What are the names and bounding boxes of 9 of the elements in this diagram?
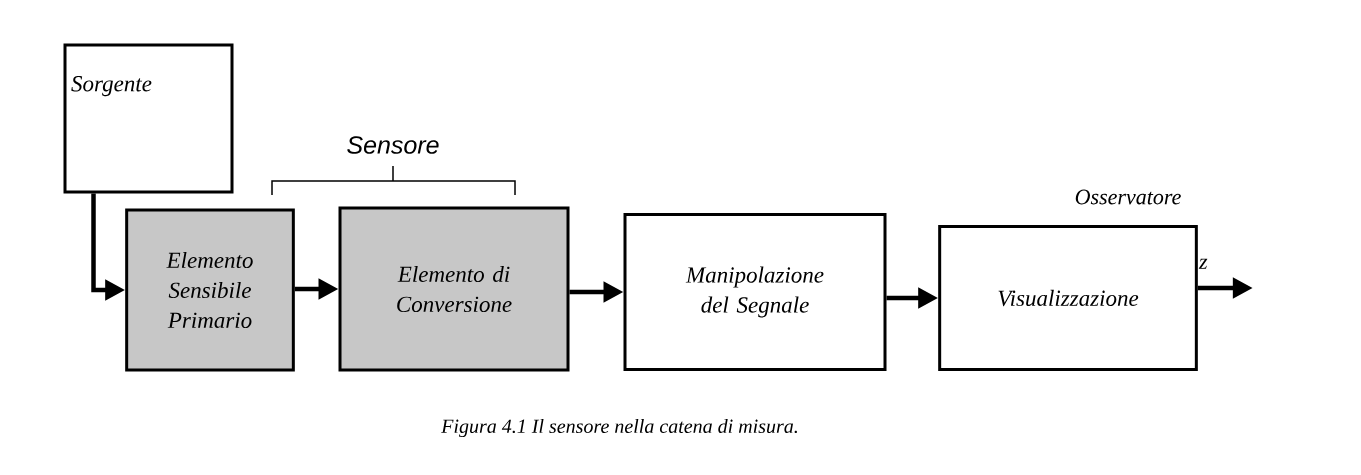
caption: Figura 4.1 Il sensore nella catena di misura.: [441, 418, 797, 438]
block: Visualizzazione: [938, 225, 1198, 371]
label-text: Sensore: [347, 136, 439, 154]
block: Sorgente: [63, 43, 234, 194]
label-text: Osservatore: [1075, 189, 1181, 205]
edge-label: z: [1198, 258, 1208, 269]
shaded-block: Elemento Sensibile Primario: [125, 208, 295, 372]
block: Manipolazione del Segnale: [623, 213, 887, 371]
shaded-block: Elemento di Conversione: [338, 206, 570, 372]
